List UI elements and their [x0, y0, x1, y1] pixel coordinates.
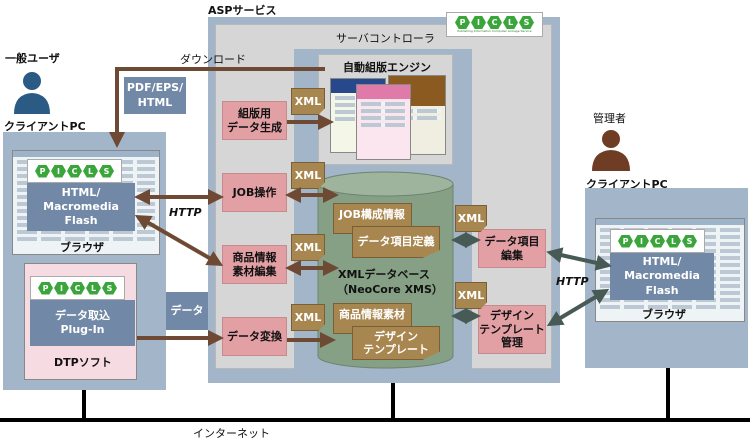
logo-letter: L [503, 16, 518, 29]
logo-letter: P [618, 234, 633, 248]
db-label: XMLデータベース [338, 268, 430, 281]
user-client-pc-label: クライアントPC [4, 120, 86, 133]
admin-browser-label: ブラウザ [642, 308, 686, 321]
user-browser-label: ブラウザ [60, 241, 104, 254]
output-formats: PDF/EPS/ HTML [124, 77, 186, 114]
logo-letter: C [67, 164, 82, 178]
db-data-item-def: データ項目定義 [352, 226, 440, 258]
server-controller-label: サーバコントローラ [336, 32, 435, 45]
logo-letter: S [99, 164, 114, 178]
asp-link [391, 382, 395, 420]
data-item-edit[interactable]: データ項目 編集 [478, 229, 546, 268]
logo-letter: S [102, 281, 117, 295]
internet-line [0, 418, 750, 422]
logo-letter: L [83, 164, 98, 178]
engine-label: 自動組版エンジン [343, 61, 431, 74]
logo-letter: P [455, 16, 470, 29]
logo-letter: S [519, 16, 534, 29]
admin-browser-app[interactable]: HTML/ Macromedia Flash [610, 253, 714, 300]
logo-letter: P [35, 164, 50, 178]
dtp-software-label: DTPソフト [54, 356, 112, 369]
logo-letter: C [487, 16, 502, 29]
db-design-template: デザイン テンプレート [352, 326, 440, 360]
admin-label: 管理者 [593, 112, 626, 125]
logo-letter: I [634, 234, 649, 248]
download-label: ダウンロード [180, 53, 246, 66]
logo-letter: C [650, 234, 665, 248]
layout-sample-2 [356, 84, 411, 160]
typeset-data-generation[interactable]: 組版用 データ生成 [222, 101, 287, 140]
db-sublabel: （NeoCore XMS） [337, 283, 443, 296]
xml-doc: XML [291, 304, 325, 331]
logo-subtitle: Publishing Information Computer Linkage … [457, 29, 532, 33]
download-arrow [109, 67, 325, 148]
job-operation[interactable]: JOB操作 [222, 173, 287, 212]
http-admin-arrow-1 [546, 247, 612, 271]
asp-title: ASPサービス [208, 4, 277, 17]
xml-doc: XML [455, 205, 487, 232]
admin-link [666, 366, 670, 420]
logo-letter: L [666, 234, 681, 248]
http-admin-arrow-2 [546, 288, 610, 327]
xml-doc: XML [291, 234, 325, 261]
logo-letter: S [682, 234, 697, 248]
http-right-label: HTTP [556, 275, 589, 288]
design-template-management[interactable]: デザイン テンプレート 管理 [478, 305, 546, 354]
logo-letter: P [38, 281, 53, 295]
logo-letter: I [51, 164, 66, 178]
xml-doc: XML [291, 162, 325, 189]
xml-doc: XML [291, 88, 325, 115]
data-transfer: データ [166, 292, 208, 330]
admin-client-pc-label: クライアントPC [586, 178, 668, 191]
general-user-label: 一般ユーザ [5, 52, 60, 65]
user-browser-app[interactable]: HTML/ Macromedia Flash [27, 183, 135, 231]
user-link [82, 388, 86, 420]
logo-letter: C [70, 281, 85, 295]
product-material-edit[interactable]: 商品情報 素材編集 [222, 245, 287, 284]
data-conversion[interactable]: データ変換 [222, 317, 287, 356]
internet-label: インターネット [193, 427, 270, 440]
logo-letter: I [54, 281, 69, 295]
logo-letter: I [471, 16, 486, 29]
data-import-plugin[interactable]: データ取込 Plug-In [30, 300, 135, 346]
material-arrow [134, 215, 224, 266]
logo-letter: L [86, 281, 101, 295]
